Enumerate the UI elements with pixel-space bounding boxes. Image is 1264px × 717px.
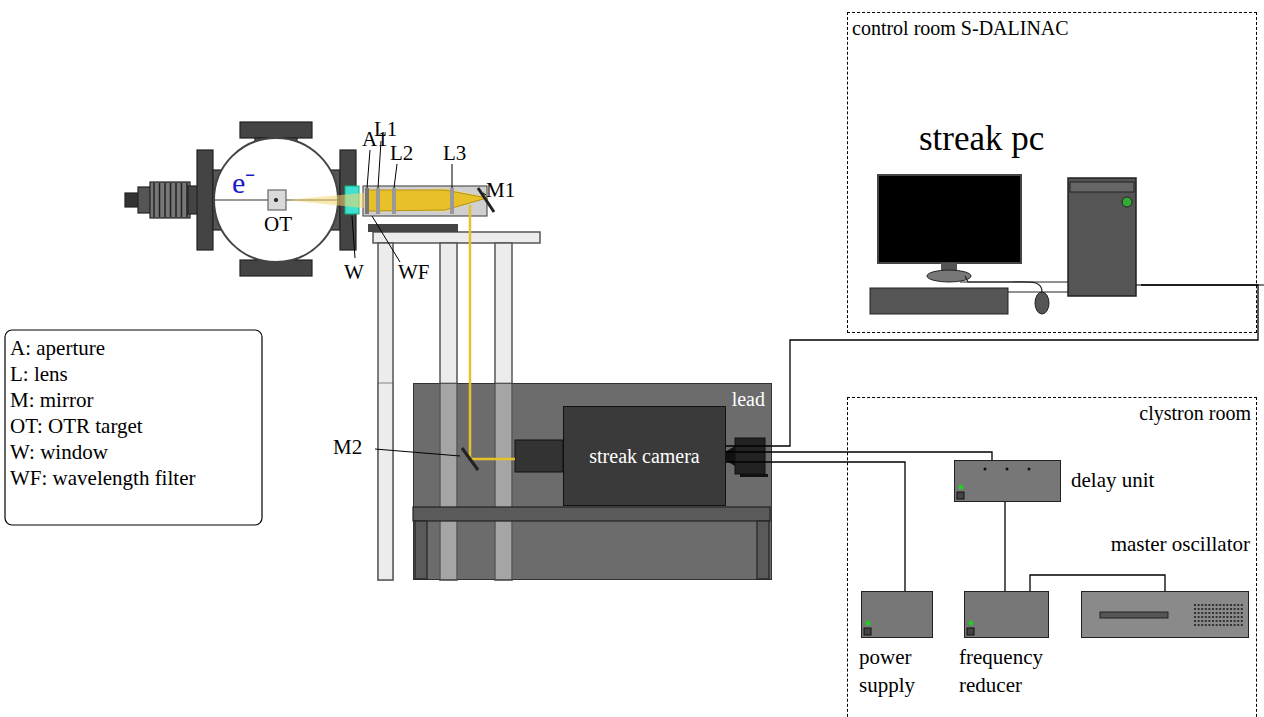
device-housing xyxy=(954,460,1061,502)
part-label: e⁻ xyxy=(232,168,255,198)
optics-tube xyxy=(286,186,494,232)
pc-cable xyxy=(1136,284,1264,285)
camera-input-tube xyxy=(515,440,563,472)
part-label: M2 xyxy=(333,437,362,458)
node-box: streak pc xyxy=(871,101,1141,161)
device-box: master oscillator xyxy=(994,527,1252,639)
leader-lines xyxy=(352,141,486,262)
legend-text: M: mirror xyxy=(10,388,93,412)
device-housing xyxy=(964,591,1049,638)
node-label: power supply xyxy=(859,643,939,700)
node-box: lead streak camera xyxy=(413,383,772,580)
legend-row: W: window xyxy=(10,439,195,465)
legend-row: L: lens xyxy=(10,361,195,387)
legend-row: WF: wavelength filter xyxy=(10,465,195,491)
part-label: M1 xyxy=(486,180,515,201)
device-housing xyxy=(1081,591,1249,638)
legend-text: L: lens xyxy=(10,362,68,386)
room-region: clystron room delay unit power supply frequ… xyxy=(847,397,1257,717)
signal-cable xyxy=(726,462,905,591)
room-region: control room S-DALINAC streak pc xyxy=(847,12,1257,333)
signal-cable xyxy=(726,285,1258,446)
part-label: W xyxy=(344,262,364,283)
node-label: master oscillator xyxy=(1111,531,1250,557)
legend-text: W: window xyxy=(10,440,108,464)
signal-cable xyxy=(1004,502,1005,591)
device-box: delay unit xyxy=(954,458,1194,503)
legend-text: OT: OTR target xyxy=(10,414,143,438)
signal-cable xyxy=(726,452,992,460)
node-label: lead xyxy=(732,387,765,412)
part-label: L3 xyxy=(443,143,466,164)
device-box: power supply xyxy=(857,591,941,703)
legend-row: OT: OTR target xyxy=(10,413,195,439)
device-housing xyxy=(861,591,933,638)
legend-text: A: aperture xyxy=(10,336,105,360)
node-box: streak camera xyxy=(563,406,726,506)
node-label: clystron room xyxy=(1139,401,1251,426)
legend-box xyxy=(5,330,262,525)
part-label: L2 xyxy=(390,143,413,164)
node-label: streak pc xyxy=(919,117,1044,161)
camera-table xyxy=(413,507,770,579)
part-label: OT xyxy=(264,214,292,235)
node-label: frequency reducer xyxy=(959,643,1059,700)
legend-text: WF: wavelength filter xyxy=(10,466,195,490)
part-label: WF xyxy=(398,262,430,283)
node-label: delay unit xyxy=(1071,467,1154,493)
legend-layer: A: apertureL: lensM: mirrorOT: OTR targe… xyxy=(10,335,195,491)
node-label: streak camera xyxy=(589,444,699,469)
camera-readout xyxy=(735,438,765,474)
node-label: control room S-DALINAC xyxy=(852,16,1069,41)
part-label: L1 xyxy=(374,119,397,140)
device-box: frequency reducer xyxy=(957,591,1061,703)
computer-illustration xyxy=(870,175,1136,314)
legend-row: A: aperture xyxy=(10,335,195,361)
light-path xyxy=(375,205,515,470)
signal-cable xyxy=(1030,575,1165,591)
legend-row: M: mirror xyxy=(10,387,195,413)
